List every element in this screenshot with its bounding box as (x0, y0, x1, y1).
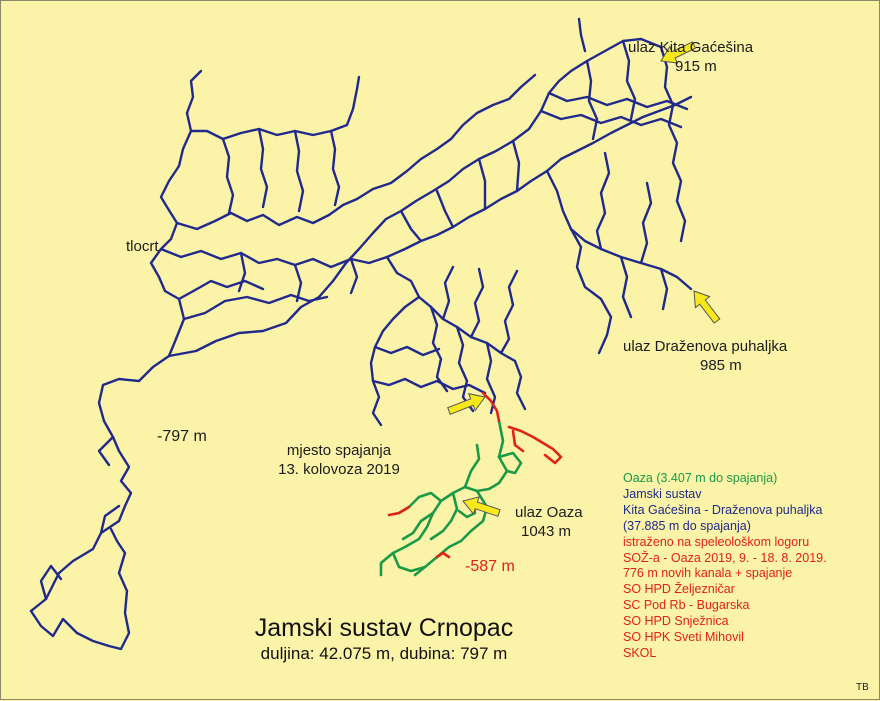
arrow-kita (660, 41, 697, 64)
entrance-oaza-name: ulaz Oaza (515, 504, 583, 521)
depth-587-label: -587 m (465, 558, 515, 575)
jamski-passage (177, 279, 265, 301)
jamski-passage (189, 75, 361, 141)
jamski-passage (577, 17, 587, 53)
oaza-passages (379, 419, 523, 577)
legend-line: SKOL (623, 645, 657, 660)
legend-line: Jamski sustav (623, 486, 702, 501)
entrance-drazenova-name: ulaz Draženova puhaljka (623, 338, 788, 355)
jamski-passage (373, 345, 441, 357)
jamski-passage (619, 255, 633, 319)
jamski-passage (469, 267, 485, 339)
jamski-passage (659, 45, 687, 243)
jamski-passage (29, 111, 193, 613)
junction-label: mjesto spajanja 13. kolovoza 2019 (259, 441, 419, 479)
jamski-passage (511, 139, 521, 193)
arrow-oaza (462, 496, 501, 517)
legend-line: (37.885 m do spajanja) (623, 518, 751, 533)
entrance-drazenova-elevation: 985 m (700, 357, 742, 374)
jamski-passage (595, 151, 611, 251)
jamski-passage (547, 91, 689, 111)
jamski-passage (385, 255, 527, 411)
jamski-passage (167, 37, 663, 358)
new-passage (481, 391, 501, 423)
entrance-drazenova-label: ulaz Draženova puhaljka 985 m (623, 337, 787, 375)
oaza-passage (463, 443, 481, 489)
legend-line: SC Pod Rb - Bugarska (623, 598, 750, 613)
entrance-arrows (447, 41, 721, 517)
jamski-passage (539, 109, 683, 129)
new-passage (387, 505, 411, 517)
jamski-passage (99, 504, 121, 535)
oaza-passage (401, 511, 435, 541)
junction-line1: mjesto spajanja (286, 442, 392, 459)
jamski-passage (585, 59, 599, 141)
jamski-passage (569, 227, 613, 355)
legend-line: Oaza (3.407 m do spajanja) (623, 471, 778, 485)
jamski-passage (29, 527, 131, 651)
jamski-passage (293, 263, 303, 303)
entrance-kita-name: ulaz Kita Gaćešina (628, 39, 754, 56)
entrance-oaza-elevation: 1043 m (521, 523, 572, 540)
jamski-passage (257, 127, 269, 209)
map-title: Jamski sustav Crnopac (254, 614, 514, 642)
jamski-passage (355, 73, 537, 201)
legend-line: istraženo na speleološkom logoru (623, 534, 810, 549)
jamski-passage (385, 157, 563, 259)
legend-line: SOŽ-a - Oaza 2019, 9. - 18. 8. 2019. (623, 550, 827, 565)
jamski-passage (545, 169, 693, 291)
jamski-passage (182, 293, 329, 321)
jamski-passage (175, 197, 359, 231)
entrance-kita-elevation: 915 m (675, 58, 717, 75)
jamski-passage (435, 189, 455, 229)
jamski-passage (499, 269, 519, 355)
map-title-block: Jamski sustav Crnopac duljina: 42.075 m,… (221, 613, 547, 665)
legend-line: SO HPD Željezničar (623, 582, 735, 597)
jamski-passage (455, 325, 475, 413)
author-initials: TB (856, 682, 869, 693)
jamski-passage (659, 267, 669, 311)
jamski-passage (485, 341, 497, 415)
jamski-passage (349, 257, 359, 295)
jamski-passage (39, 564, 63, 601)
entrance-kita-label: ulaz Kita Gaćešina 915 m (628, 38, 753, 76)
entrance-oaza-label: ulaz Oaza 1043 m (515, 503, 583, 541)
arrow-junction (447, 393, 486, 415)
legend-line: SO HPK Sveti Mihovil (623, 630, 744, 645)
jamski-passage (477, 157, 487, 211)
map-stats: duljina: 42.075 m, dubina: 797 m (260, 644, 508, 663)
jamski-passage (221, 137, 235, 215)
legend-line: Kita Gaćešina - Draženova puhaljka (623, 502, 823, 517)
jamski-passage (639, 181, 653, 265)
jamski-sustav-passages (29, 17, 693, 651)
jamski-passage (559, 95, 693, 161)
oaza-passage (391, 551, 427, 573)
new-passages-2019 (387, 391, 563, 559)
legend-line: 776 m novih kanala + spajanje (623, 566, 793, 581)
arrow-drazenova (693, 290, 721, 324)
new-passage (511, 429, 525, 453)
jamski-passage (399, 209, 423, 243)
new-passage (435, 551, 451, 559)
plan-label: tlocrt (126, 238, 159, 255)
oaza-passage (429, 491, 459, 541)
jamski-passage (185, 69, 203, 115)
jamski-passage (237, 251, 247, 293)
junction-line2: 13. kolovoza 2019 (278, 461, 400, 478)
jamski-passage (293, 129, 305, 213)
new-passage (507, 425, 563, 465)
jamski-passage (369, 295, 421, 427)
jamski-passage (621, 39, 637, 121)
jamski-passage (329, 129, 341, 207)
depth-797-label: -797 m (157, 428, 207, 445)
oaza-passage (497, 451, 523, 475)
legend-line: SO HPD Snježnica (623, 614, 729, 629)
jamski-passage (371, 377, 487, 395)
jamski-passage (97, 435, 115, 467)
jamski-passage (441, 265, 455, 321)
